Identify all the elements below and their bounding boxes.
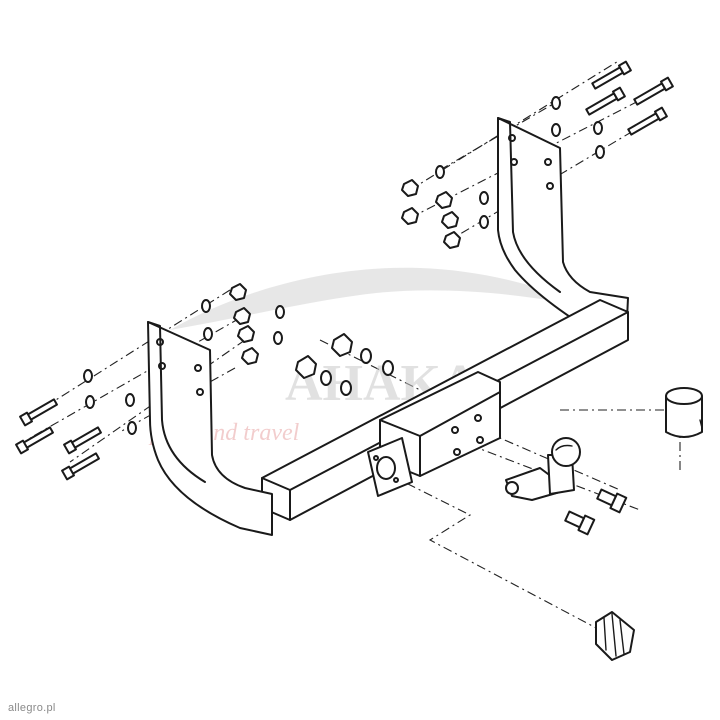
wiring-plug <box>595 611 635 661</box>
right-mounting-bracket <box>497 117 629 341</box>
ball-dust-cap <box>665 387 703 438</box>
left-mounting-bracket <box>147 321 273 536</box>
left-side-washers-nuts <box>83 283 285 435</box>
ball-mount-bolts <box>564 488 628 536</box>
watermark-car-swoosh <box>170 267 600 330</box>
right-side-bolts <box>585 60 674 136</box>
tow-ball <box>505 437 581 501</box>
socket-hole <box>376 456 396 480</box>
socket-plate <box>367 437 413 497</box>
left-side-bolts <box>15 398 102 481</box>
footer-credit: allegro.pl <box>8 702 56 714</box>
center-nuts-washers <box>295 333 394 396</box>
right-side-washers-nuts <box>401 96 605 249</box>
